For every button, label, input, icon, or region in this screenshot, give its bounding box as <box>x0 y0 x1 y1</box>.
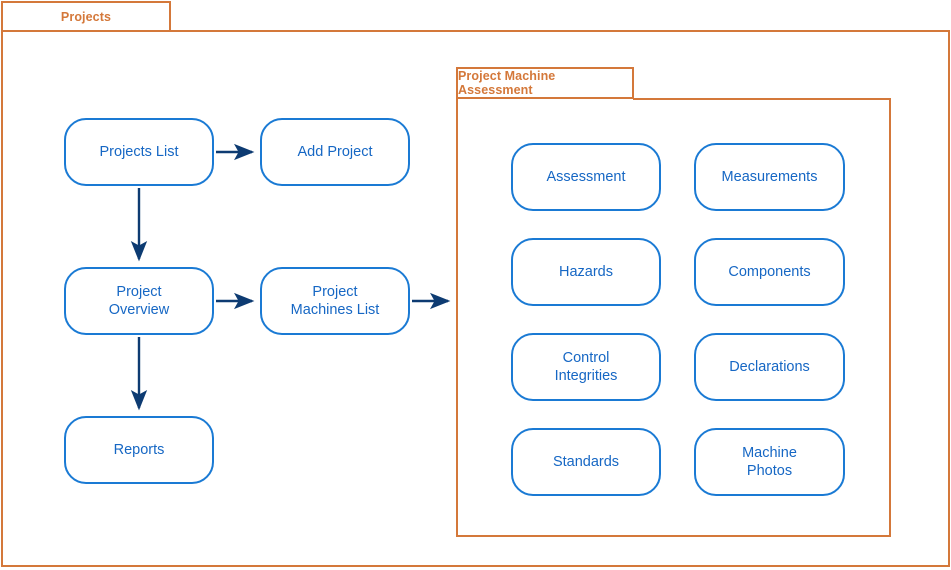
project-machine-assessment-group-tab-label: Project Machine Assessment <box>458 69 556 97</box>
projects-group-tab-label: Projects <box>60 9 112 24</box>
node-hazards[interactable]: Hazards <box>511 238 661 306</box>
node-measurements-label: Measurements <box>721 169 818 185</box>
node-machine-photos-label: Machine Photos <box>742 445 797 479</box>
node-projects-list[interactable]: Projects List <box>64 118 214 186</box>
node-project-machines-list[interactable]: Project Machines List <box>260 267 410 335</box>
node-add-project[interactable]: Add Project <box>260 118 410 186</box>
node-project-machines-list-label: Project Machines List <box>290 284 380 318</box>
node-measurements[interactable]: Measurements <box>694 143 845 211</box>
node-assessment-label: Assessment <box>546 169 626 185</box>
node-reports-label: Reports <box>113 442 165 458</box>
node-components[interactable]: Components <box>694 238 845 306</box>
node-projects-list-label: Projects List <box>99 144 179 160</box>
node-standards-label: Standards <box>552 454 620 470</box>
node-control-integrities-label: Control Integrities <box>554 350 618 384</box>
node-declarations[interactable]: Declarations <box>694 333 845 401</box>
project-machine-assessment-group-tab[interactable]: Project Machine Assessment <box>456 67 634 99</box>
node-add-project-label: Add Project <box>297 144 373 160</box>
projects-group-tab[interactable]: Projects <box>1 1 171 32</box>
projects-group-frame <box>1 31 950 567</box>
node-project-overview-label: Project Overview <box>108 284 170 318</box>
node-project-overview[interactable]: Project Overview <box>64 267 214 335</box>
node-assessment[interactable]: Assessment <box>511 143 661 211</box>
node-components-label: Components <box>728 264 811 280</box>
project-machine-assessment-group-top-border <box>633 98 891 100</box>
project-machine-assessment-group-frame <box>456 99 891 537</box>
node-declarations-label: Declarations <box>729 359 810 375</box>
node-machine-photos[interactable]: Machine Photos <box>694 428 845 496</box>
node-control-integrities[interactable]: Control Integrities <box>511 333 661 401</box>
node-reports[interactable]: Reports <box>64 416 214 484</box>
projects-group-top-border <box>170 30 950 32</box>
node-hazards-label: Hazards <box>559 264 613 280</box>
node-standards[interactable]: Standards <box>511 428 661 496</box>
